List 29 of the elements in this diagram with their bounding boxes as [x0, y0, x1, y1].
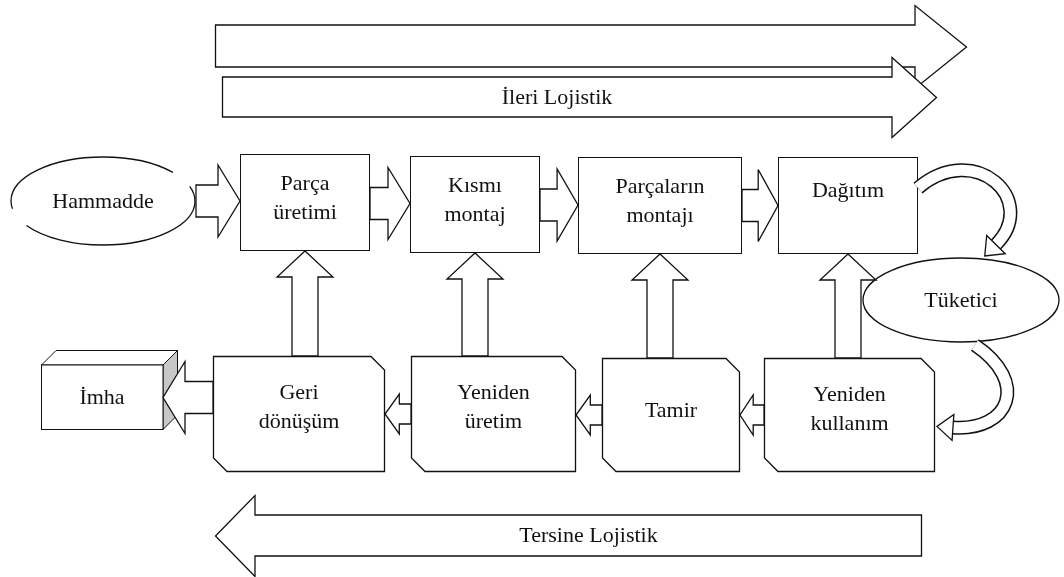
process-box — [240, 154, 370, 251]
node-label: Tersine Lojistik — [519, 521, 658, 549]
block-arrow — [739, 392, 765, 438]
process-box — [778, 157, 918, 254]
node-label: Hammadde — [52, 187, 154, 215]
node-label: Yeniden kullanım — [809, 380, 890, 437]
node-label: Parçaların montajı — [614, 172, 706, 229]
block-arrow — [195, 162, 241, 240]
node-label: Yeniden üretim — [456, 378, 531, 435]
node-label: Parça üretimi — [272, 169, 338, 226]
node-label: İleri Lojistik — [501, 83, 613, 111]
process-box — [410, 156, 540, 253]
process-box — [578, 157, 742, 254]
block-arrow — [630, 253, 690, 359]
block-arrow — [818, 253, 878, 359]
block-arrow — [275, 250, 335, 357]
node-label: Tüketici — [924, 286, 998, 314]
block-arrow — [575, 392, 603, 438]
node-label: İmha — [79, 383, 125, 411]
block-arrow — [384, 391, 412, 437]
block-arrow — [539, 166, 579, 244]
node-label: Tamir — [644, 396, 698, 424]
block-arrow — [741, 168, 779, 243]
node-label: Kısmı montaj — [443, 171, 507, 228]
block-arrow — [162, 359, 214, 436]
node-label: Dağıtım — [811, 176, 885, 204]
block-arrow — [445, 252, 505, 357]
node-label: Geri dönüşüm — [257, 378, 341, 435]
block-arrow — [369, 165, 411, 242]
